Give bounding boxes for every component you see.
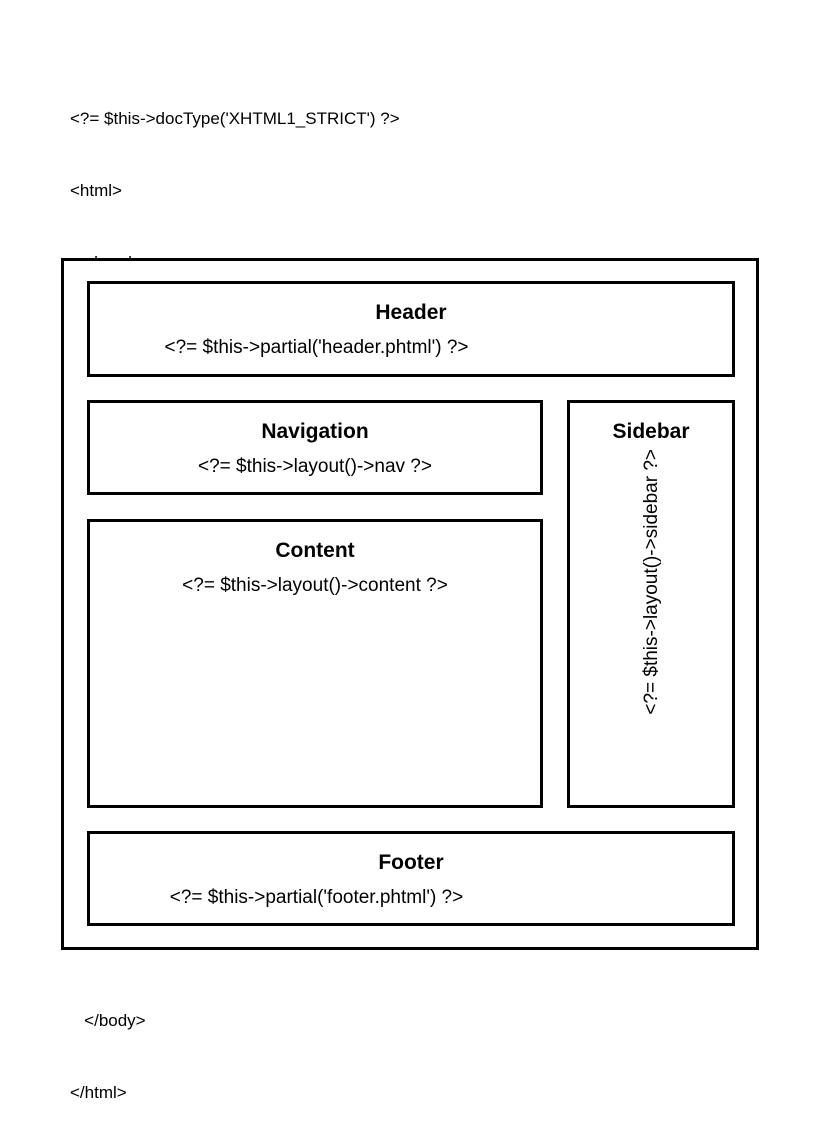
region-header: Header <?= $this->partial('header.phtml'… xyxy=(87,281,735,377)
region-navigation: Navigation <?= $this->layout()->nav ?> xyxy=(87,400,543,495)
region-content: Content <?= $this->layout()->content ?> xyxy=(87,519,543,808)
region-header-code: <?= $this->partial('header.phtml') ?> xyxy=(164,337,469,358)
region-sidebar-code: <?= $this->layout()->sidebar ?> xyxy=(640,449,662,715)
region-content-title: Content xyxy=(275,539,355,562)
region-sidebar-code-wrapper: <?= $this->layout()->sidebar ?> xyxy=(570,449,732,801)
region-footer-title: Footer xyxy=(378,851,444,874)
code-line: <html> xyxy=(70,181,122,200)
region-footer-code: <?= $this->partial('footer.phtml') ?> xyxy=(169,887,464,908)
region-header-title: Header xyxy=(375,301,447,324)
code-listing-bottom: </body> </html> xyxy=(70,961,146,1129)
code-line: </html> xyxy=(70,1083,127,1102)
region-content-code: <?= $this->layout()->content ?> xyxy=(182,575,448,596)
region-navigation-code: <?= $this->layout()->nav ?> xyxy=(198,456,432,477)
region-footer: Footer <?= $this->partial('footer.phtml'… xyxy=(87,831,735,926)
layout-diagram-body-box: Header <?= $this->partial('header.phtml'… xyxy=(61,258,759,950)
region-sidebar-title: Sidebar xyxy=(612,420,690,443)
region-sidebar: Sidebar <?= $this->layout()->sidebar ?> xyxy=(567,400,735,808)
region-navigation-title: Navigation xyxy=(261,420,369,443)
code-line: <?= $this->docType('XHTML1_STRICT') ?> xyxy=(70,109,400,128)
code-line: </body> xyxy=(70,1011,146,1030)
